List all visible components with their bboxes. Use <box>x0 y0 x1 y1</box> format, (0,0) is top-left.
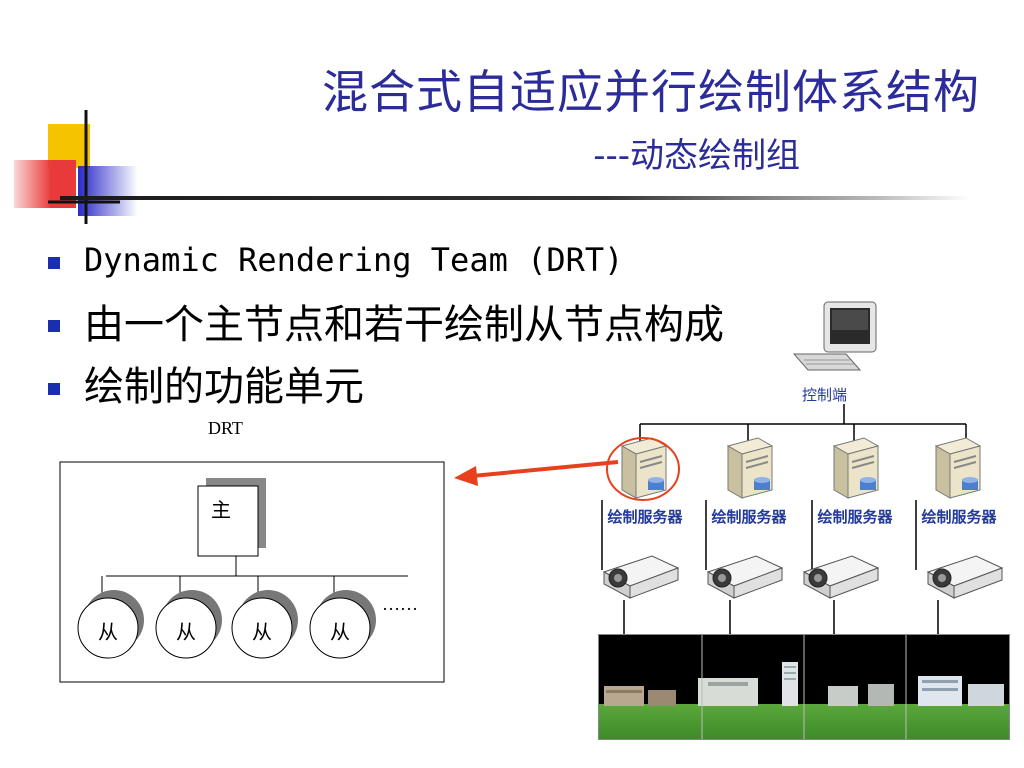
slave-node-label: 从 <box>98 622 118 644</box>
master-node-label: 主 <box>211 500 231 522</box>
projector-icon <box>706 555 784 599</box>
bullet-text-3: 绘制的功能单元 <box>84 364 364 410</box>
highlight-circle <box>606 437 680 501</box>
slave-node <box>155 576 222 659</box>
drt-structure-diagram <box>59 461 445 683</box>
tiled-display-panorama <box>598 634 1010 740</box>
slide-subtitle: ---动态绘制组 <box>593 136 800 176</box>
controller-computer-icon <box>792 301 877 371</box>
bullet-text-2: 由一个主节点和若干绘制从节点构成 <box>84 302 724 348</box>
server-label: 绘制服务器 <box>607 508 683 526</box>
render-server-icon <box>934 437 982 499</box>
projector-icon <box>602 555 680 599</box>
network-lines <box>601 404 967 636</box>
slave-node-label: 从 <box>252 622 272 644</box>
more-slaves-ellipsis: …… <box>382 594 418 614</box>
slave-node <box>309 576 376 659</box>
render-server-icon <box>726 437 774 499</box>
drt-diagram-caption: DRT <box>208 418 243 438</box>
bullet-marker <box>48 383 60 395</box>
bullet-text-1: Dynamic Rendering Team (DRT) <box>84 241 624 279</box>
highlight-arrow <box>454 460 619 486</box>
master-node <box>197 485 259 557</box>
slave-node <box>231 576 298 659</box>
slave-node <box>77 576 144 659</box>
render-server-icon <box>832 437 880 499</box>
projector-icon <box>802 555 880 599</box>
bullet-marker <box>48 257 60 269</box>
controller-label: 控制端 <box>802 386 848 404</box>
title-divider <box>60 196 970 200</box>
bullet-marker <box>48 320 60 332</box>
server-label: 绘制服务器 <box>921 508 997 526</box>
slave-node-label: 从 <box>176 622 196 644</box>
slave-node-label: 从 <box>330 622 350 644</box>
decorative-corner-squares <box>14 110 138 224</box>
slide-title: 混合式自适应并行绘制体系结构 <box>322 65 980 119</box>
server-label: 绘制服务器 <box>817 508 893 526</box>
projector-icon <box>926 555 1004 599</box>
server-label: 绘制服务器 <box>711 508 787 526</box>
